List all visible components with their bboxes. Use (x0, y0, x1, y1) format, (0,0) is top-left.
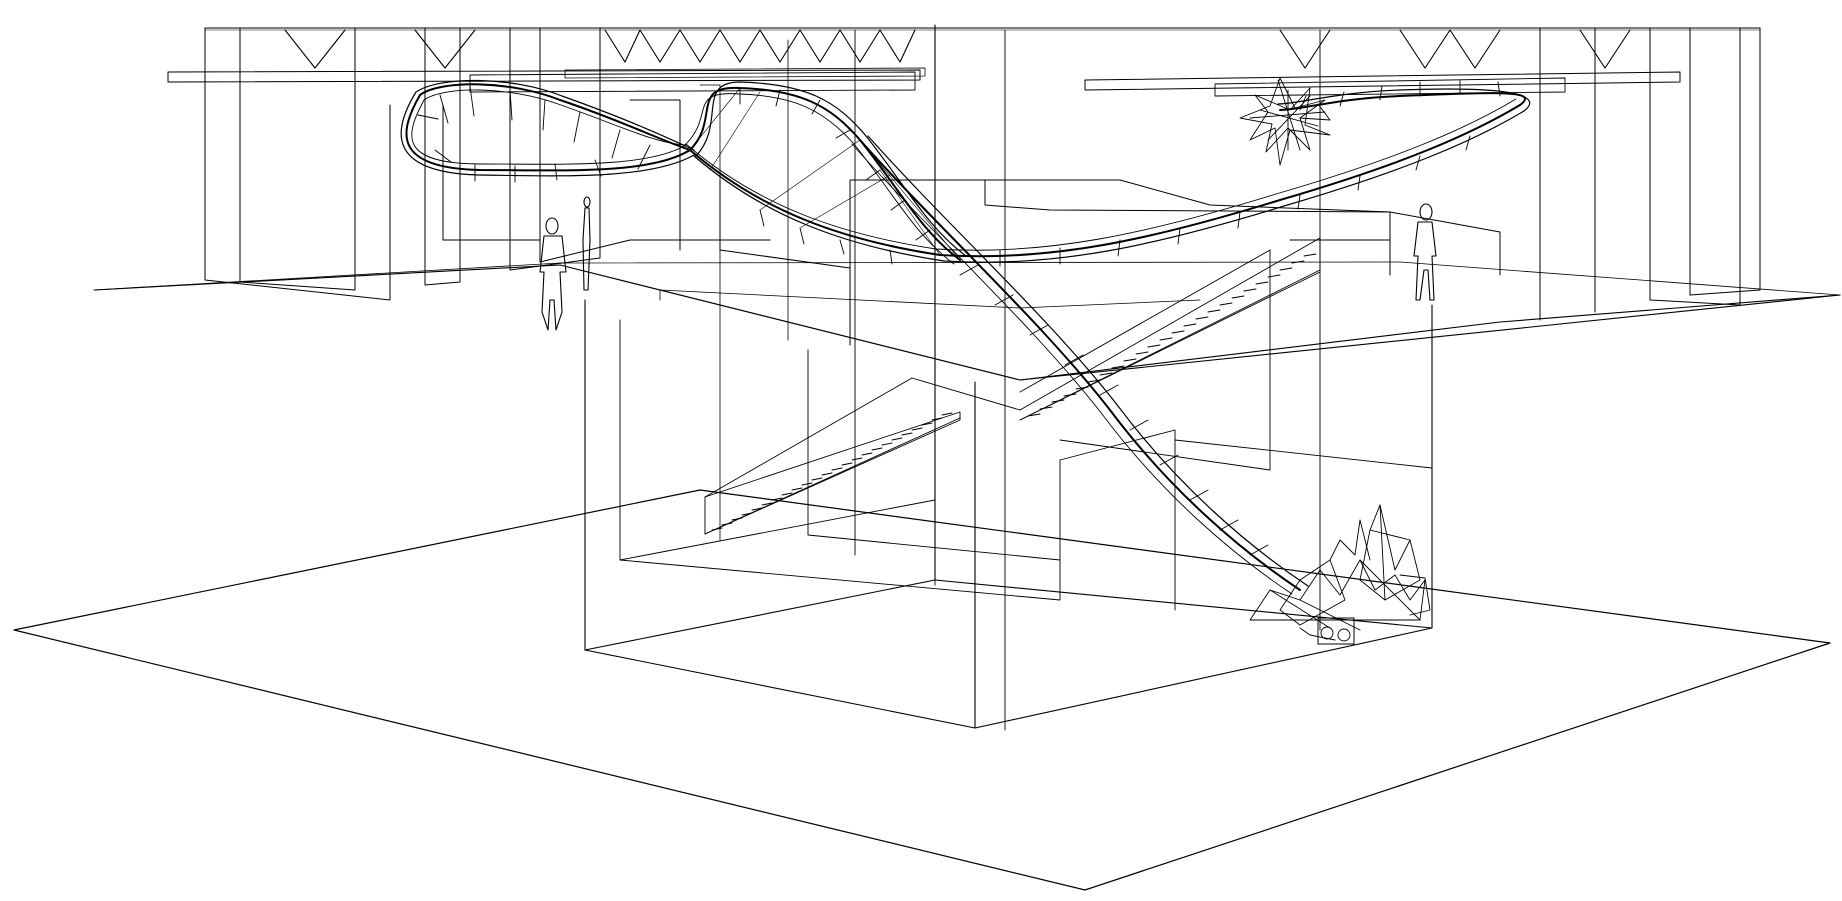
ceiling-truss (167, 27, 1761, 97)
lower-floor-plate (13, 489, 1831, 891)
human-figure (539, 196, 1437, 331)
staircase-upper (1019, 237, 1321, 421)
upper-floor-plate (93, 261, 1841, 381)
human-figure-right (1413, 203, 1437, 301)
sculpture-ribbon (400, 79, 1531, 595)
spiky-cluster-lower (1249, 504, 1431, 645)
human-figure-middle (582, 196, 591, 291)
central-atrium-box (584, 24, 1433, 731)
spiky-cluster-upper (1239, 77, 1331, 166)
staircase-lower (704, 377, 1021, 535)
upper-walls (204, 27, 1761, 346)
human-figure-left (539, 217, 567, 331)
